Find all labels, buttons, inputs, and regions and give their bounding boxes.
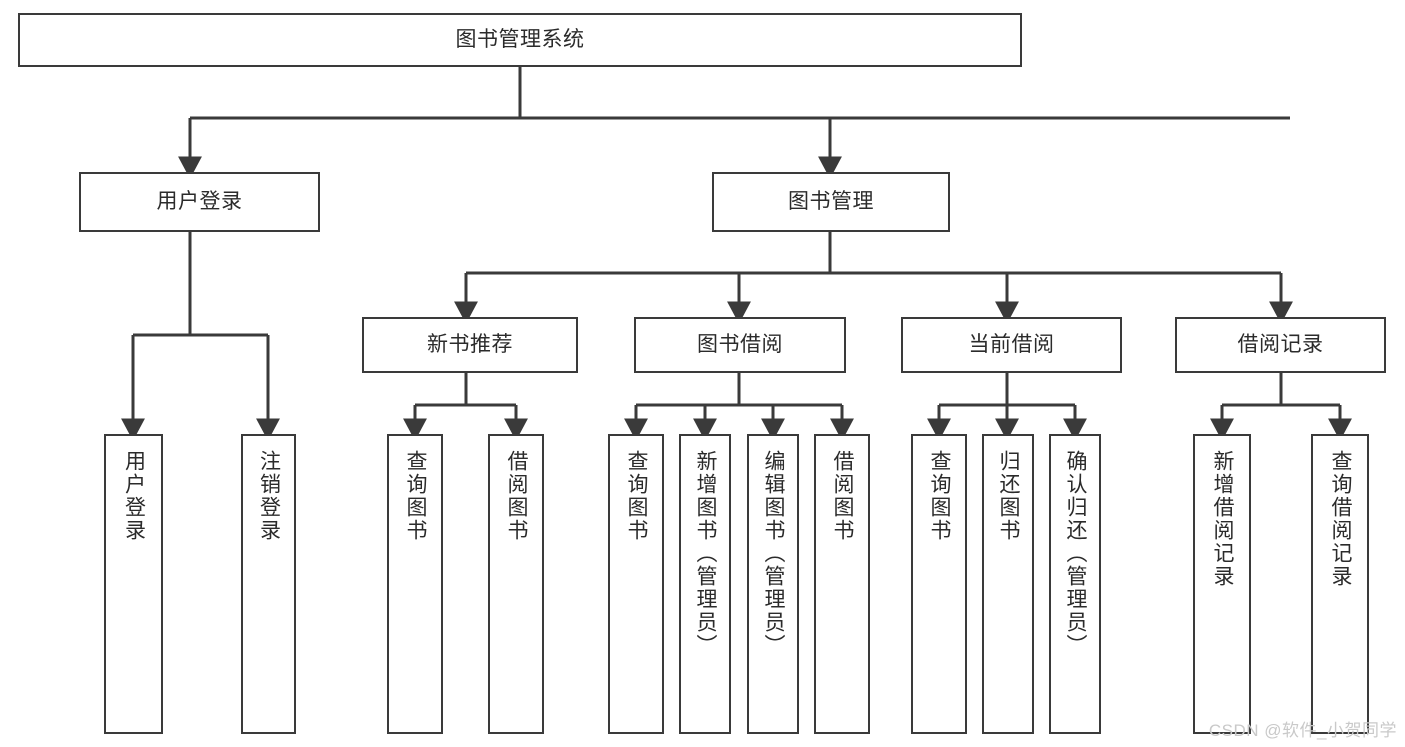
node-label: 图书借阅 xyxy=(697,333,783,357)
node-label: 查询图书 xyxy=(404,450,428,542)
node-label: 当前借阅 xyxy=(968,333,1055,357)
leaf-query-books-current[interactable]: 查询图书 xyxy=(911,434,967,734)
node-label: 用户登录 xyxy=(122,450,146,542)
node-label: 查询图书 xyxy=(625,450,649,542)
node-label: 查询图书 xyxy=(928,450,952,542)
node-borrowing-records[interactable]: 借阅记录 xyxy=(1175,317,1386,373)
node-new-book-recommendation[interactable]: 新书推荐 xyxy=(362,317,578,373)
node-label: 新书推荐 xyxy=(427,333,513,357)
node-label: 新增图书（管理员） xyxy=(694,450,718,657)
node-current-borrowing[interactable]: 当前借阅 xyxy=(901,317,1122,373)
node-label: 注销登录 xyxy=(257,450,281,542)
leaf-add-book-admin[interactable]: 新增图书（管理员） xyxy=(679,434,731,734)
leaf-confirm-return-admin[interactable]: 确认归还（管理员） xyxy=(1049,434,1101,734)
node-label: 图书管理系统 xyxy=(455,28,585,52)
leaf-borrow-books-recommendation[interactable]: 借阅图书 xyxy=(488,434,544,734)
leaf-query-books-borrowing[interactable]: 查询图书 xyxy=(608,434,664,734)
node-label: 归还图书 xyxy=(997,450,1021,542)
node-label: 借阅记录 xyxy=(1237,333,1324,357)
leaf-query-books-recommendation[interactable]: 查询图书 xyxy=(387,434,443,734)
leaf-query-borrowing-record[interactable]: 查询借阅记录 xyxy=(1311,434,1369,734)
leaf-add-borrowing-record[interactable]: 新增借阅记录 xyxy=(1193,434,1251,734)
node-label: 借阅图书 xyxy=(505,450,529,542)
node-label: 确认归还（管理员） xyxy=(1064,450,1088,657)
node-label: 查询借阅记录 xyxy=(1329,450,1353,588)
node-label: 新增借阅记录 xyxy=(1211,450,1235,588)
leaf-borrow-books-borrowing[interactable]: 借阅图书 xyxy=(814,434,870,734)
leaf-return-books[interactable]: 归还图书 xyxy=(982,434,1034,734)
node-book-management[interactable]: 图书管理 xyxy=(712,172,950,232)
node-label: 借阅图书 xyxy=(831,450,855,542)
leaf-edit-book-admin[interactable]: 编辑图书（管理员） xyxy=(747,434,799,734)
node-label: 图书管理 xyxy=(788,190,874,214)
node-label: 用户登录 xyxy=(156,190,243,214)
node-root-book-management-system[interactable]: 图书管理系统 xyxy=(18,13,1022,67)
node-book-borrowing[interactable]: 图书借阅 xyxy=(634,317,846,373)
node-label: 编辑图书（管理员） xyxy=(762,450,786,657)
node-user-login[interactable]: 用户登录 xyxy=(79,172,320,232)
leaf-logout[interactable]: 注销登录 xyxy=(241,434,296,734)
watermark-text: CSDN @软件_小贺同学 xyxy=(1208,721,1397,740)
leaf-user-login[interactable]: 用户登录 xyxy=(104,434,163,734)
